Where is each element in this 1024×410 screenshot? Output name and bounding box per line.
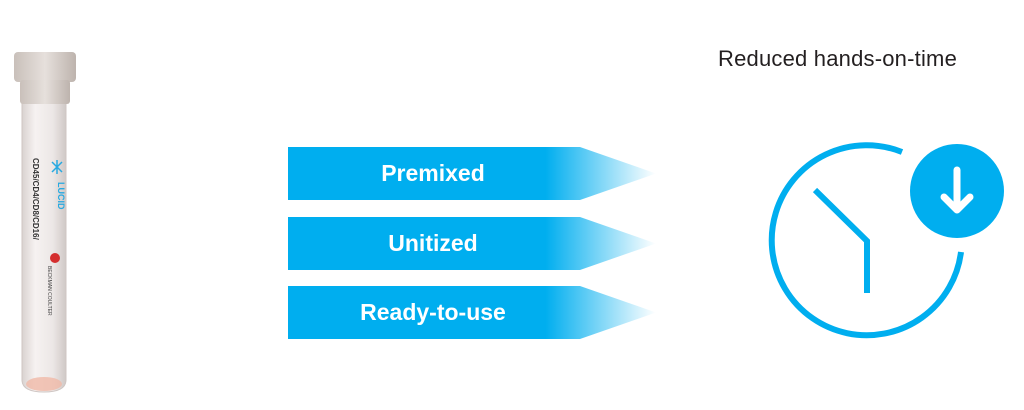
arrow-down-circle-icon [910,144,1004,238]
feature-arrow-premixed: Premixed [288,147,658,200]
reduced-time-graphic [768,142,1004,339]
clock-icon [768,142,964,339]
manufacturer-logo-text: BECKMAN COULTER [46,266,52,316]
feature-label: Unitized [388,230,478,256]
reagent-tube-image: LUCID CD45/CD4/CD8/CD16/ BECKMAN COULTER [14,52,76,393]
manufacturer-logo: BECKMAN COULTER [46,253,60,316]
feature-arrow-unitized: Unitized [288,217,658,270]
heading: Reduced hands-on-time [718,46,958,71]
brand-logo-text: LUCID [56,182,66,210]
tube-label-text: CD45/CD4/CD8/CD16/ [31,158,40,241]
feature-arrow-ready-to-use: Ready-to-use [288,286,658,339]
brand-logo: LUCID [51,160,66,210]
feature-label: Premixed [381,160,485,186]
feature-label: Ready-to-use [360,299,506,325]
